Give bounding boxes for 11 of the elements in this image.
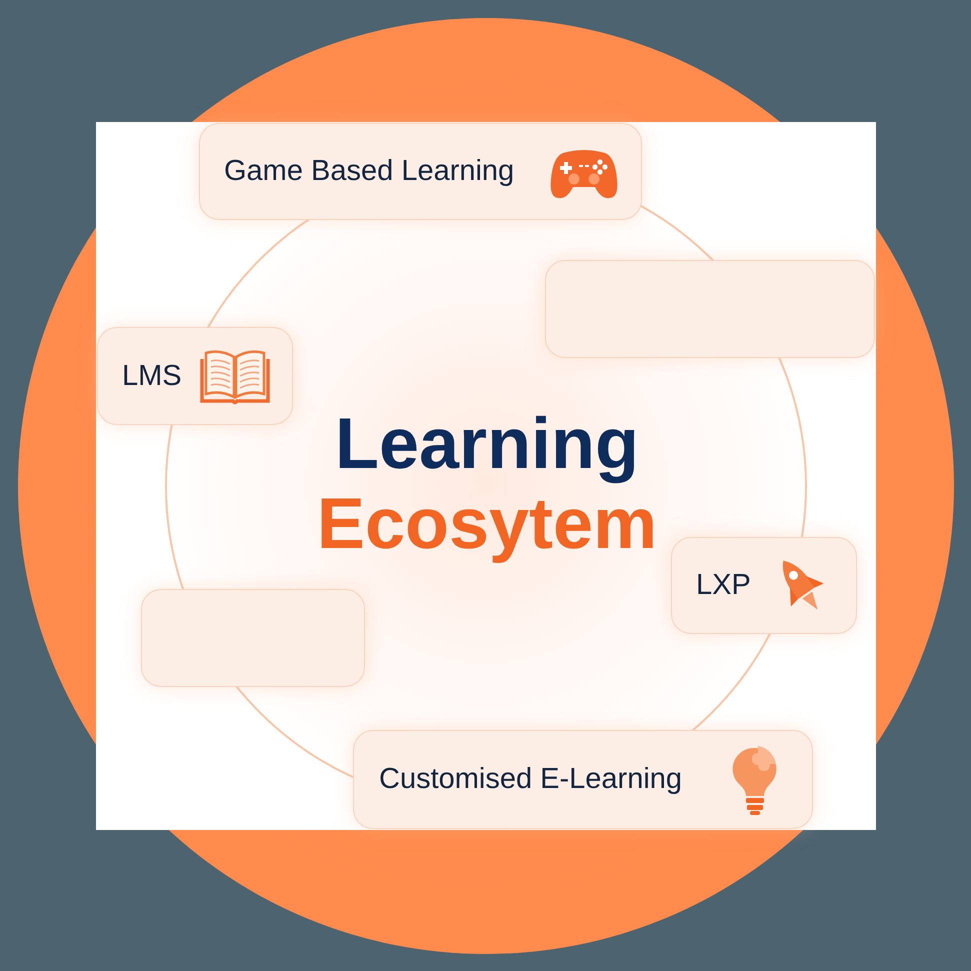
topic-card — [353, 730, 813, 829]
topic-card — [671, 537, 857, 634]
node-label: LMS — [122, 358, 182, 394]
node-label: Game Based Learning — [224, 154, 514, 189]
empty-card — [545, 260, 875, 358]
topic-card — [199, 123, 642, 220]
node-label: LXP — [696, 568, 751, 603]
diagram-title: Learning Ecosytem — [316, 404, 658, 564]
empty-card — [141, 589, 365, 687]
node-label: Customised E-Learning — [379, 762, 682, 797]
topic-card — [97, 327, 293, 425]
